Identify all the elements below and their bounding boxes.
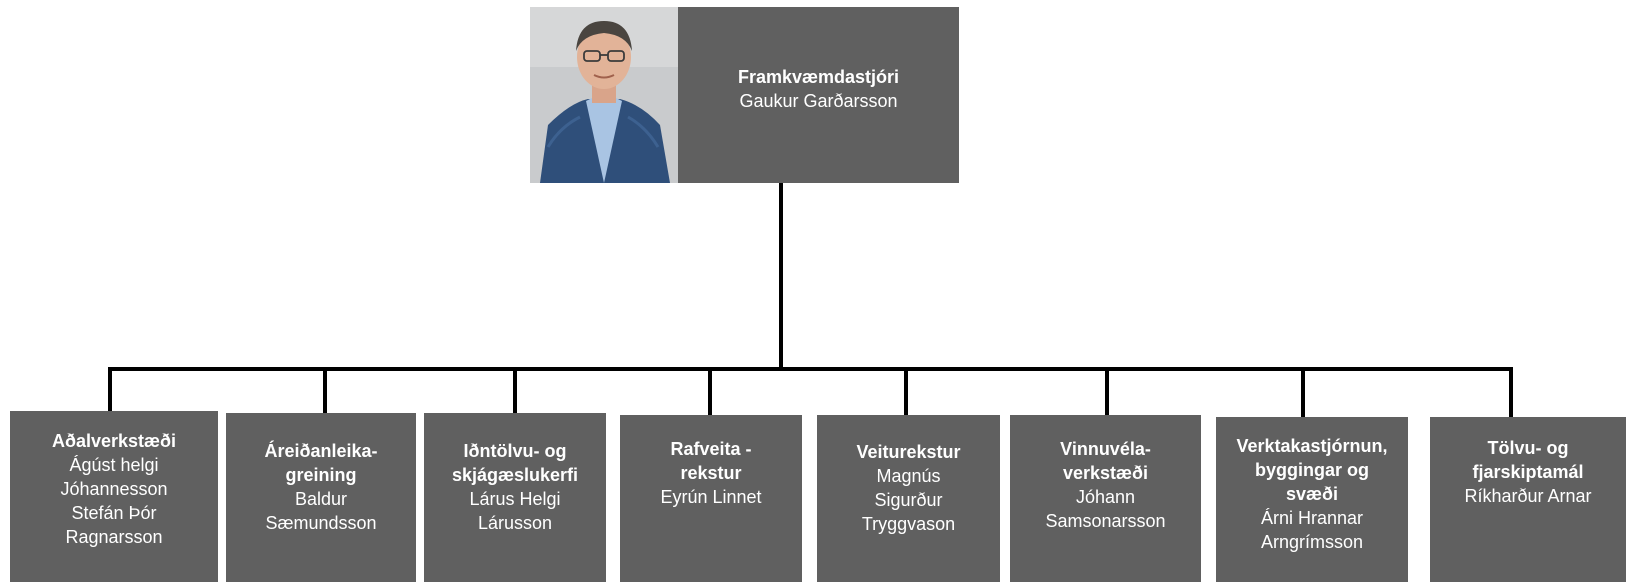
drop-connector-8 [1509, 367, 1513, 417]
dept-title-line: Rafveita - [670, 439, 752, 459]
dept-name-line: Ágúst helgi [69, 455, 159, 475]
dept-box-tolvu-fjarskipti: Tölvu- og fjarskiptamál Ríkharður Arnar [1430, 417, 1626, 582]
drop-connector-5 [904, 367, 908, 415]
dept-title-line: skjágæslukerfi [451, 465, 579, 485]
drop-connector-1 [108, 367, 112, 411]
dept-box-vinnuvelaverkstaedi: Vinnuvéla- verkstæði Jóhann Samsonarsson [1010, 415, 1201, 582]
dept-name-line: Jóhannesson [60, 479, 168, 499]
dept-name-line: Stefán Þór [71, 503, 157, 523]
ceo-photo [530, 7, 678, 183]
dept-title: Aðalverkstæði [51, 431, 177, 451]
ceo-name: Gaukur Garðarsson [739, 91, 898, 111]
dept-title-line: Verktakastjórnun, [1236, 436, 1388, 456]
dept-title-line: Áreiðanleika- [264, 441, 378, 461]
dept-name-line: Jóhann [1075, 487, 1136, 507]
dept-box-adalverkstaedi: Aðalverkstæði Ágúst helgi Jóhannesson St… [10, 411, 218, 582]
dept-name-line: Tryggvason [861, 514, 956, 534]
dept-box-rafveita: Rafveita - rekstur Eyrún Linnet [620, 415, 802, 582]
dept-box-veiturekstur: Veiturekstur Magnús Sigurður Tryggvason [817, 415, 1000, 582]
dept-title-line: rekstur [680, 463, 742, 483]
dept-title-line: svæði [1285, 484, 1339, 504]
dept-name-line: Sigurður [874, 490, 943, 510]
ceo-card: Framkvæmdastjóri Gaukur Garðarsson [530, 7, 959, 183]
dept-name-line: Lárusson [477, 513, 553, 533]
drop-connector-4 [708, 367, 712, 415]
dept-title: Veiturekstur [856, 442, 961, 462]
dept-title-line: Vinnuvéla- [1060, 439, 1151, 459]
dept-title-line: greining [285, 465, 357, 485]
dept-name-line: Árni Hrannar [1260, 508, 1364, 528]
dept-name-line: Arngrímsson [1260, 532, 1364, 552]
ceo-title: Framkvæmdastjóri [737, 67, 900, 87]
drop-connector-6 [1105, 367, 1109, 415]
dept-name-line: Samsonarsson [1045, 511, 1166, 531]
drop-connector-7 [1301, 367, 1305, 417]
dept-name-line: Ríkharður Arnar [1464, 486, 1592, 506]
dept-box-idntolvu: Iðntölvu- og skjágæslukerfi Lárus Helgi … [424, 413, 606, 582]
dept-title-line: Tölvu- og [1487, 438, 1569, 458]
dept-title-line: Iðntölvu- og [463, 441, 567, 461]
trunk-connector [779, 183, 783, 370]
dept-box-verktakastjornun: Verktakastjórnun, byggingar og svæði Árn… [1216, 417, 1408, 582]
dept-box-areidanleikagreining: Áreiðanleika- greining Baldur Sæmundsson [226, 413, 416, 582]
dept-name-line: Baldur [294, 489, 348, 509]
dept-title-line: byggingar og [1255, 460, 1369, 480]
horizontal-connector [108, 367, 1513, 371]
dept-name-line: Ragnarsson [65, 527, 163, 547]
dept-name-line: Magnús [876, 466, 941, 486]
dept-title-line: fjarskiptamál [1472, 462, 1584, 482]
drop-connector-3 [513, 367, 517, 413]
dept-title-line: verkstæði [1062, 463, 1149, 483]
dept-name-line: Eyrún Linnet [660, 487, 762, 507]
dept-name-line: Sæmundsson [265, 513, 377, 533]
drop-connector-2 [323, 367, 327, 414]
dept-name-line: Lárus Helgi [469, 489, 561, 509]
